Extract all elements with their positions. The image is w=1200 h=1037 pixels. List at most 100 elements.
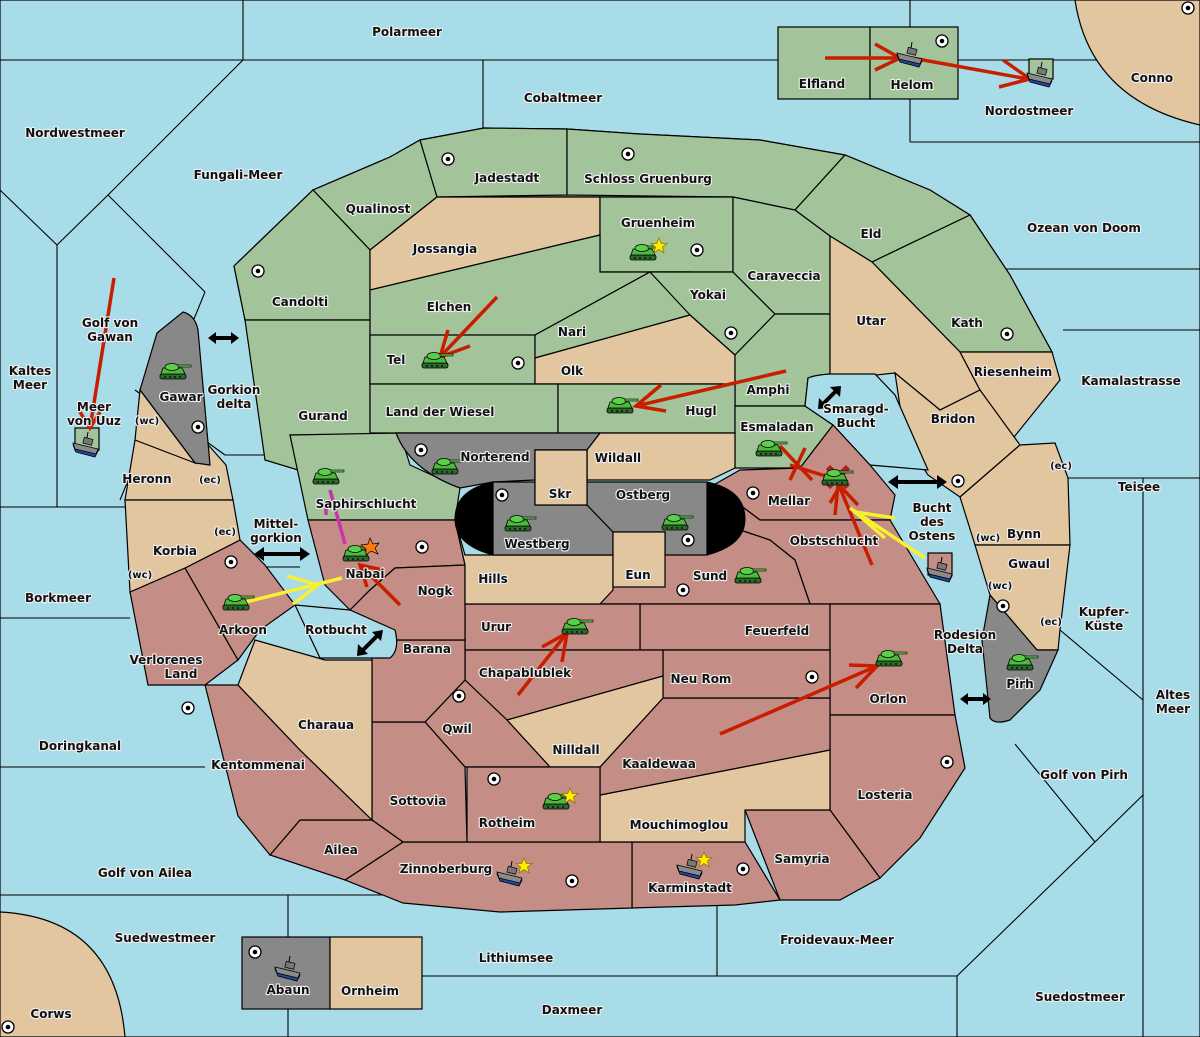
label-verlorenes-land: Verlorenes	[130, 653, 203, 667]
order-move-arrow	[911, 56, 1029, 81]
label-nordwestmeer: Nordwestmeer	[25, 126, 125, 140]
label-teisee: Teisee	[1118, 480, 1160, 494]
label-westberg: Westberg	[504, 537, 569, 551]
label-utar: Utar	[856, 314, 886, 328]
double-arrow-icon	[960, 693, 991, 705]
label-mellar: Mellar	[768, 494, 810, 508]
order-move-arrow	[358, 563, 402, 607]
label-olk: Olk	[561, 364, 584, 378]
label-ostberg: Ostberg	[616, 488, 670, 502]
label-amphi: Amphi	[746, 383, 789, 397]
label-korbia-ec: (ec)	[214, 527, 236, 538]
label-gwaul-ec: (ec)	[1040, 617, 1062, 628]
label-kaltes-meer: Kaltes	[9, 364, 52, 378]
label-norterend: Norterend	[460, 450, 529, 464]
label-land-der-wiesel: Land der Wiesel	[386, 405, 495, 419]
label-meer-von-uuz: Meer	[77, 400, 111, 414]
label-eld: Eld	[861, 227, 882, 241]
label-barana: Barana	[403, 642, 451, 656]
region-rotbucht[interactable]	[294, 604, 398, 659]
label-rotbucht: Rotbucht	[305, 623, 367, 637]
label-rodesion-delta-2: Delta	[947, 642, 983, 656]
label-gorkion-delta: Gorkion	[208, 383, 261, 397]
label-bynn-ec: (ec)	[1050, 461, 1072, 472]
label-heronn: Heronn	[122, 472, 171, 486]
label-bridon: Bridon	[931, 412, 976, 426]
region-labels: Polarmeer Nordwestmeer Fungali-Meer Coba…	[8, 24, 1192, 1022]
label-suedostmeer: Suedostmeer	[1035, 990, 1125, 1004]
label-tel: Tel	[387, 353, 406, 367]
label-nilldall: Nilldall	[552, 743, 599, 757]
label-heronn-ec: (ec)	[199, 475, 221, 486]
region-heronn-north[interactable]	[134, 388, 197, 465]
label-korbia: Korbia	[153, 544, 197, 558]
region-gruenheim[interactable]	[599, 196, 734, 273]
label-chapablublek: Chapablublek	[479, 666, 572, 680]
double-arrow-icon	[888, 475, 947, 489]
label-elchen: Elchen	[427, 300, 472, 314]
double-arrow-icon	[357, 630, 383, 656]
label-golf-von-gawan: Golf von	[82, 316, 138, 330]
label-gruenheim: Gruenheim	[621, 216, 695, 230]
label-nordostmeer: Nordostmeer	[985, 104, 1074, 118]
label-jossangia: Jossangia	[412, 242, 477, 256]
label-hugl: Hugl	[685, 404, 716, 418]
label-mittelgorkion-2: gorkion	[250, 531, 302, 545]
region-ornheim[interactable]	[329, 936, 423, 1010]
label-urur: Urur	[481, 620, 511, 634]
region-jadestadt[interactable]	[419, 127, 568, 198]
order-move-arrow	[516, 631, 569, 697]
label-wildall: Wildall	[595, 451, 641, 465]
label-kath: Kath	[951, 316, 983, 330]
label-zinnoberburg: Zinnoberburg	[400, 862, 492, 876]
label-qualinost: Qualinost	[346, 202, 411, 216]
region-hills[interactable]	[454, 519, 614, 605]
label-golf-von-gawan-2: Gawan	[87, 330, 133, 344]
label-esmaladan: Esmaladan	[740, 420, 813, 434]
label-abaun: Abaun	[266, 983, 309, 997]
label-ozean-von-doom: Ozean von Doom	[1027, 221, 1141, 235]
label-cobaltmeer: Cobaltmeer	[524, 91, 602, 105]
label-ailea: Ailea	[324, 843, 358, 857]
label-kaltes-meer-2: Meer	[13, 378, 47, 392]
label-sottovia: Sottovia	[390, 794, 447, 808]
label-smaragd-bucht: Smaragd-	[823, 402, 888, 416]
label-samyria: Samyria	[774, 852, 829, 866]
label-arkoon: Arkoon	[219, 623, 267, 637]
label-hills: Hills	[478, 572, 508, 586]
label-fungali-meer: Fungali-Meer	[194, 168, 283, 182]
order-support-arrow	[237, 576, 343, 606]
region-corws[interactable]	[0, 911, 126, 1037]
region-capital-east-end	[706, 481, 746, 556]
label-corws: Corws	[30, 1007, 71, 1021]
label-gorkion-delta-2: delta	[217, 397, 252, 411]
label-caraveccia: Caraveccia	[747, 269, 820, 283]
label-rodesion-delta: Rodesion	[934, 628, 996, 642]
label-kaaldewaa: Kaaldewaa	[622, 757, 696, 771]
region-korbia[interactable]	[124, 499, 241, 593]
order-move-arrow	[719, 664, 878, 736]
label-gawar-wc: (wc)	[135, 416, 159, 427]
region-charaua[interactable]	[237, 639, 373, 822]
label-ornheim: Ornheim	[341, 984, 399, 998]
label-obstschlucht: Obstschlucht	[790, 534, 879, 548]
region-eun[interactable]	[612, 531, 666, 588]
label-kamalastrasse: Kamalastrasse	[1081, 374, 1181, 388]
label-smaragd-bucht-2: Bucht	[836, 416, 875, 430]
order-move-arrow	[88, 277, 116, 429]
order-fail-marker	[778, 444, 814, 482]
region-capital-west-end	[454, 481, 494, 556]
label-helom: Helom	[890, 78, 933, 92]
label-orlon: Orlon	[869, 692, 906, 706]
double-arrow-icon	[208, 332, 239, 344]
label-elfland: Elfland	[799, 77, 845, 91]
label-candolti: Candolti	[272, 295, 328, 309]
label-kupfer-kueste: Kupfer-	[1079, 605, 1129, 619]
region-elfland[interactable]	[777, 26, 871, 100]
double-arrow-icon	[254, 547, 310, 561]
region-riesenheim[interactable]	[959, 351, 1061, 444]
region-rotheim[interactable]	[466, 766, 601, 843]
region-conno[interactable]	[1074, 0, 1200, 126]
label-karminstadt: Karminstadt	[648, 881, 732, 895]
